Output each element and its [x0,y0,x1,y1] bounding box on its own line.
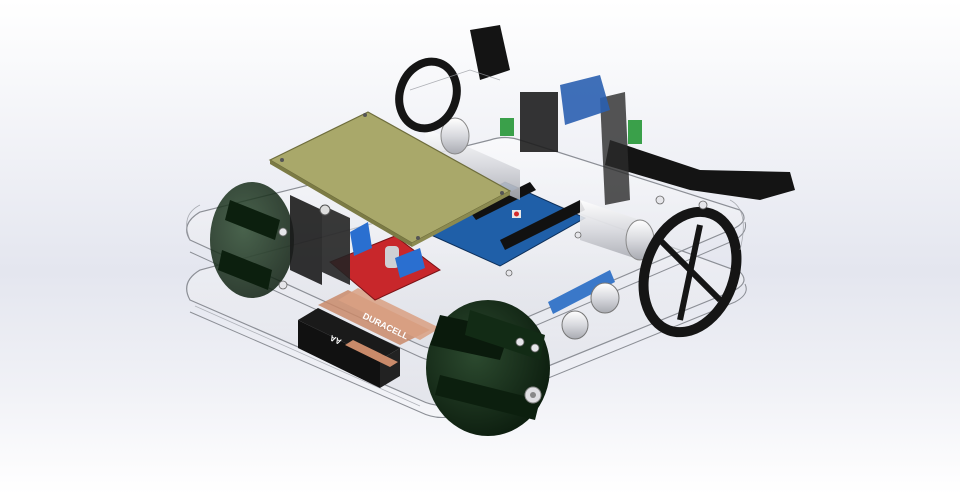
plate-outlines [186,69,744,251]
controller-board [418,181,587,267]
motor-driver-board [329,222,441,301]
mecanum-wheel-front-right [426,300,550,436]
rear-drive-wheel-left [395,57,461,133]
mecanum-wheel-front-left [210,182,294,298]
top-yellow-board [268,111,512,247]
reset-button [514,211,519,217]
screws [278,195,708,353]
battery-holder: DURACELL AA [298,288,440,388]
ultrasonic-sensor [548,270,620,340]
rear-drive-wheel-right [638,206,742,338]
sensor-mount-arm [470,25,795,205]
motor-brackets [290,195,350,285]
motors [425,117,655,261]
